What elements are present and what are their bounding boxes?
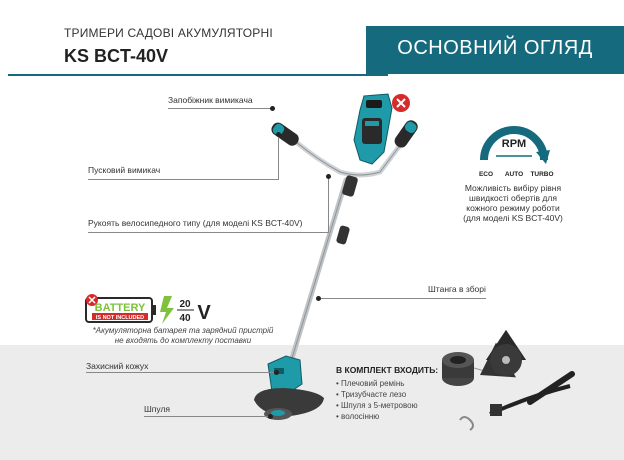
lightning-icon (160, 296, 174, 324)
kit-item: Шпуля з 5-метровою (336, 401, 418, 411)
rpm-caption-line: швидкості обертів для (469, 193, 557, 203)
battery-note-line: не входять до комплекту поставки (114, 336, 252, 345)
battery-status: IS NOT INCLUDED (96, 315, 144, 321)
header-divider (8, 74, 388, 76)
battery-note: *Акумуляторна батарея та зарядний пристр… (88, 326, 278, 346)
rpm-caption-line: (для моделі KS BCT-40V) (463, 213, 563, 223)
callout-spool: Шпуля (144, 404, 171, 414)
rpm-caption-line: Можливість вибіру рівня (464, 183, 562, 193)
guard-marker (274, 370, 279, 375)
kit-item: волосінню (336, 412, 418, 422)
rpm-mode-eco: ECO (479, 171, 493, 178)
voltage-top: 20 (179, 299, 191, 310)
strap-icon (459, 371, 575, 431)
callout-guard: Захисний кожух (86, 361, 149, 371)
callout-shaft: Штанга в зборі (428, 284, 486, 294)
battery-note-line: *Акумуляторна батарея та зарядний пристр… (92, 326, 274, 335)
callout-trigger: Пусковий вимикач (88, 165, 161, 175)
rpm-caption-line: кожного режиму роботи (466, 203, 560, 213)
kit-list: Плечовий ремінь Тризубчасте лезо Шпуля з… (336, 379, 418, 423)
kit-title: В КОМПЛЕКТ ВХОДИТЬ: (336, 365, 439, 375)
spool-icon (442, 352, 489, 386)
callout-safety-lock: Запобіжник вимикача (168, 95, 253, 105)
blade-icon (480, 330, 526, 378)
kit-accessories-illustration (442, 330, 575, 431)
rpm-mode-auto: AUTO (505, 171, 523, 178)
model-name: KS BCT-40V (64, 46, 169, 66)
battery-title: BATTERY (95, 302, 146, 314)
rpm-mode-turbo: TURBO (530, 171, 553, 178)
spool-marker (268, 414, 273, 419)
callout-bike-handle: Рукоять велосипедного типу (для моделі K… (88, 218, 303, 228)
header-subtitle: ТРИМЕРИ САДОВІ АКУМУЛЯТОРНІ (64, 26, 273, 40)
handle-marker (326, 174, 331, 179)
voltage-bottom: 40 (179, 313, 191, 324)
rpm-caption: Можливість вибіру рівня швидкості оберті… (448, 183, 578, 223)
voltage-unit: V (197, 302, 211, 324)
rpm-label: RPM (502, 138, 526, 150)
kit-item: Плечовий ремінь (336, 379, 418, 389)
shaft-marker (316, 296, 321, 301)
kit-item: Тризубчасте лезо (336, 390, 418, 400)
trigger-marker (276, 132, 281, 137)
banner-title: ОСНОВНИЙ ОГЛЯД (397, 37, 593, 59)
rpm-gauge-icon: RPM ECO AUTO TURBO (479, 126, 554, 178)
safety-lock-marker (270, 106, 275, 111)
section-banner: ОСНОВНИЙ ОГЛЯД (366, 26, 624, 74)
battery-not-included-badge: BATTERY IS NOT INCLUDED 20 40 V (85, 294, 211, 324)
